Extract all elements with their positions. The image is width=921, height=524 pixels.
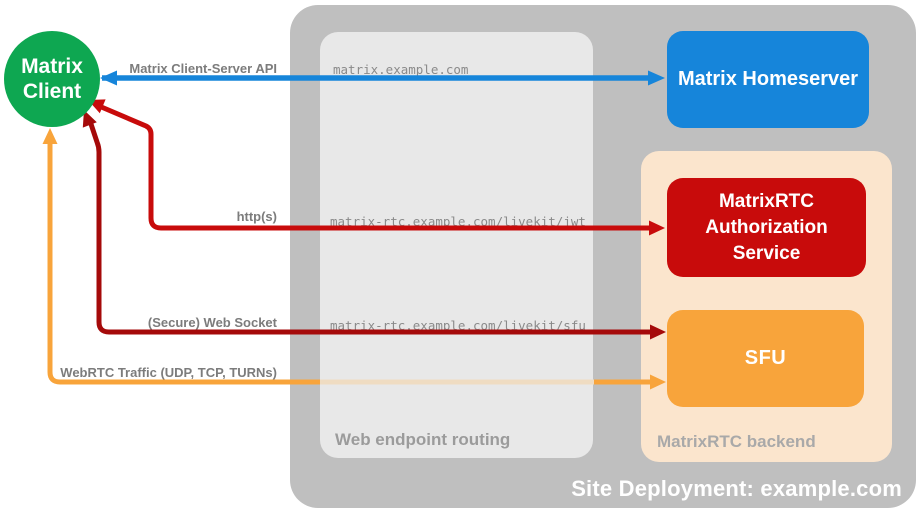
web-endpoint-routing-title: Web endpoint routing bbox=[335, 430, 511, 449]
connection-label-websocket: (Secure) Web Socket bbox=[147, 315, 277, 330]
websocket-arrowhead-client bbox=[82, 110, 97, 128]
matrixrtc-authorization-service-box: MatrixRTC Authorization Service bbox=[667, 178, 866, 277]
webrtc-arrowhead-client bbox=[42, 128, 58, 144]
site-deployment-title: Site Deployment: example.com bbox=[571, 476, 902, 501]
matrix-client-label-line2: Client bbox=[22, 80, 82, 103]
matrix-client-node: Matrix Client bbox=[4, 31, 100, 127]
client-server-api-arrowhead-client bbox=[100, 70, 117, 86]
connection-label-client-server-api: Matrix Client-Server API bbox=[129, 61, 277, 76]
websocket-arrow-line bbox=[87, 120, 651, 335]
connection-label-http: http(s) bbox=[236, 209, 277, 224]
web-endpoint-routing-box: matrix.example.com matrix-rtc.example.co… bbox=[320, 32, 593, 458]
matrix-homeserver-box: Matrix Homeserver bbox=[667, 31, 869, 128]
client-server-api-arrowhead-homeserver bbox=[648, 70, 665, 86]
webrtc-arrow-line bbox=[47, 140, 652, 385]
webrtc-arrowhead-sfu bbox=[650, 374, 666, 390]
matrixrtc-backend-container: MatrixRTC Authorization Service SFU Matr… bbox=[641, 151, 892, 462]
endpoint-url-livekit-jwt: matrix-rtc.example.com/livekit/jwt bbox=[330, 214, 586, 229]
http-arrow-line bbox=[98, 103, 650, 231]
connection-label-webrtc: WebRTC Traffic (UDP, TCP, TURNs) bbox=[60, 365, 277, 380]
sfu-box: SFU bbox=[667, 310, 864, 407]
endpoint-url-livekit-sfu: matrix-rtc.example.com/livekit/sfu bbox=[330, 318, 586, 333]
auth-service-label: MatrixRTC Authorization Service bbox=[705, 190, 828, 264]
sfu-label: SFU bbox=[744, 347, 787, 369]
matrix-homeserver-label: Matrix Homeserver bbox=[677, 68, 859, 90]
matrix-client-label-line1: Matrix bbox=[21, 55, 83, 78]
endpoint-url-matrix: matrix.example.com bbox=[333, 62, 469, 77]
matrixrtc-backend-title: MatrixRTC backend bbox=[657, 432, 816, 451]
http-arrowhead-auth bbox=[649, 220, 665, 236]
websocket-arrowhead-sfu bbox=[650, 324, 666, 340]
